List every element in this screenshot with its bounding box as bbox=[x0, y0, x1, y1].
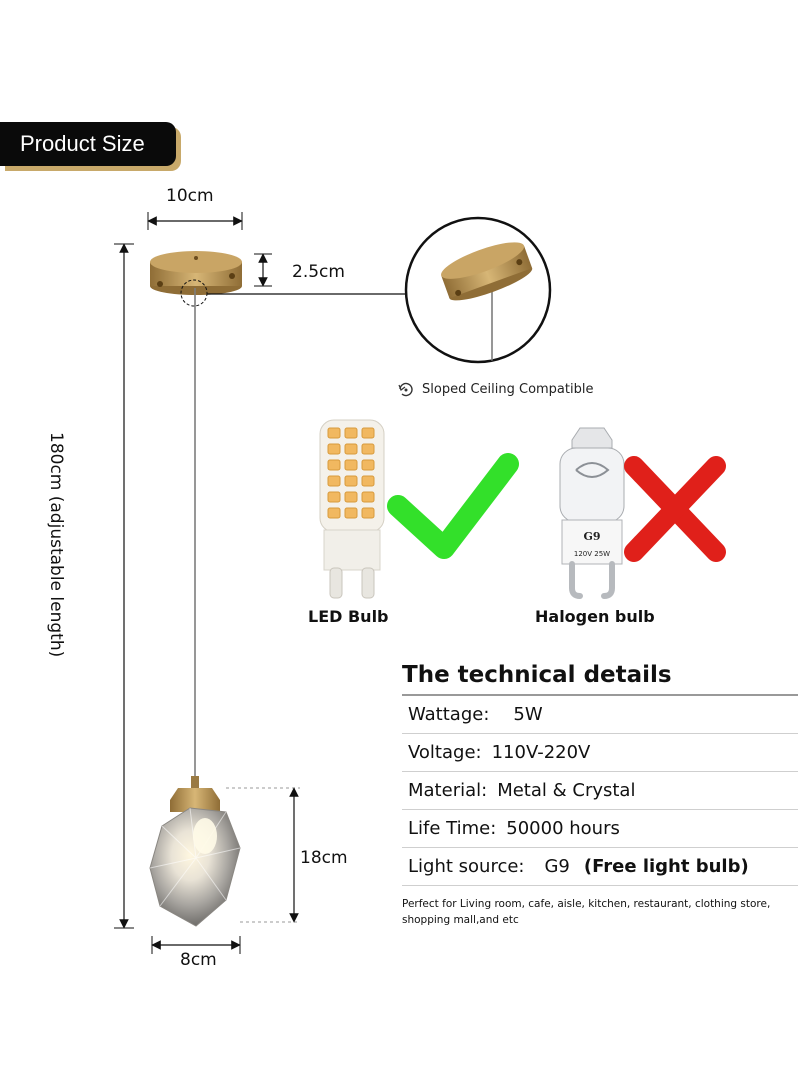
tech-value: 5W bbox=[513, 704, 543, 725]
tech-table-bottom-rule bbox=[402, 885, 798, 886]
led-bulb-illustration bbox=[319, 419, 385, 599]
shade-width-label: 8cm bbox=[180, 950, 217, 970]
tilt-icon bbox=[398, 382, 413, 397]
led-chip bbox=[361, 491, 375, 503]
tech-row-material: Material: Metal & Crystal bbox=[402, 771, 798, 809]
led-chip bbox=[361, 459, 375, 471]
led-chip bbox=[344, 507, 358, 519]
led-chip bbox=[344, 475, 358, 487]
canopy-height-dimension bbox=[254, 253, 272, 287]
tech-key: Life Time: bbox=[408, 818, 497, 839]
usage-note: Perfect for Living room, cafe, aisle, ki… bbox=[402, 898, 771, 926]
tech-row-voltage: Voltage: 110V-220V bbox=[402, 733, 798, 771]
led-chip bbox=[327, 443, 341, 455]
tech-value: Metal & Crystal bbox=[497, 780, 636, 801]
detail-marker bbox=[180, 279, 208, 307]
tech-value: G9 bbox=[544, 856, 570, 877]
total-length-label: 180cm (adjustable length) bbox=[46, 432, 66, 658]
led-chip bbox=[344, 491, 358, 503]
led-chip bbox=[327, 491, 341, 503]
tech-details-table: Wattage: 5W Voltage: 110V-220V Material:… bbox=[402, 694, 798, 886]
tech-extra: (Free light bulb) bbox=[583, 856, 749, 877]
led-chip bbox=[361, 475, 375, 487]
halogen-print-top: G9 bbox=[583, 530, 600, 543]
halogen-print-bottom: 120V 25W bbox=[574, 550, 610, 558]
shade-width-dimension bbox=[151, 936, 241, 954]
led-chip bbox=[344, 459, 358, 471]
tech-title: The technical details bbox=[402, 662, 672, 688]
canopy-width-label: 10cm bbox=[166, 186, 214, 206]
sloped-ceiling-zoom bbox=[404, 216, 552, 364]
pendant-shade-illustration bbox=[149, 776, 241, 927]
led-chip bbox=[327, 427, 341, 439]
led-chips bbox=[327, 427, 375, 519]
tech-key: Wattage: bbox=[408, 704, 490, 725]
product-size-badge: Product Size bbox=[0, 122, 176, 166]
shade-height-label: 18cm bbox=[300, 848, 348, 868]
led-chip bbox=[344, 443, 358, 455]
canopy-width-dimension bbox=[147, 212, 243, 230]
check-icon bbox=[387, 453, 519, 559]
canopy-height-label: 2.5cm bbox=[292, 262, 345, 282]
tech-row-life-time: Life Time: 50000 hours bbox=[402, 809, 798, 847]
shade-height-dimension bbox=[226, 787, 300, 923]
tech-row-light-source: Light source: G9 (Free light bulb) bbox=[402, 847, 798, 885]
sloped-ceiling-text: Sloped Ceiling Compatible bbox=[422, 382, 594, 397]
halogen-bulb-label: Halogen bulb bbox=[535, 607, 655, 626]
tech-value: 110V-220V bbox=[491, 742, 591, 763]
led-chip bbox=[361, 507, 375, 519]
tech-key: Material: bbox=[408, 780, 488, 801]
tech-value: 50000 hours bbox=[506, 818, 620, 839]
led-chip bbox=[361, 427, 375, 439]
total-length-dimension bbox=[114, 243, 134, 929]
led-chip bbox=[344, 427, 358, 439]
led-bulb-label: LED Bulb bbox=[308, 607, 389, 626]
led-chip bbox=[361, 443, 375, 455]
led-chip bbox=[327, 475, 341, 487]
product-size-label: Product Size bbox=[20, 131, 145, 156]
tech-key: Light source: bbox=[408, 856, 525, 877]
halogen-bulb-illustration: G9 120V 25W bbox=[559, 427, 625, 599]
led-chip bbox=[327, 459, 341, 471]
tech-key: Voltage: bbox=[408, 742, 482, 763]
cross-icon bbox=[624, 456, 726, 562]
tech-row-wattage: Wattage: 5W bbox=[402, 694, 798, 733]
led-chip bbox=[327, 507, 341, 519]
canopy-illustration bbox=[150, 251, 242, 295]
